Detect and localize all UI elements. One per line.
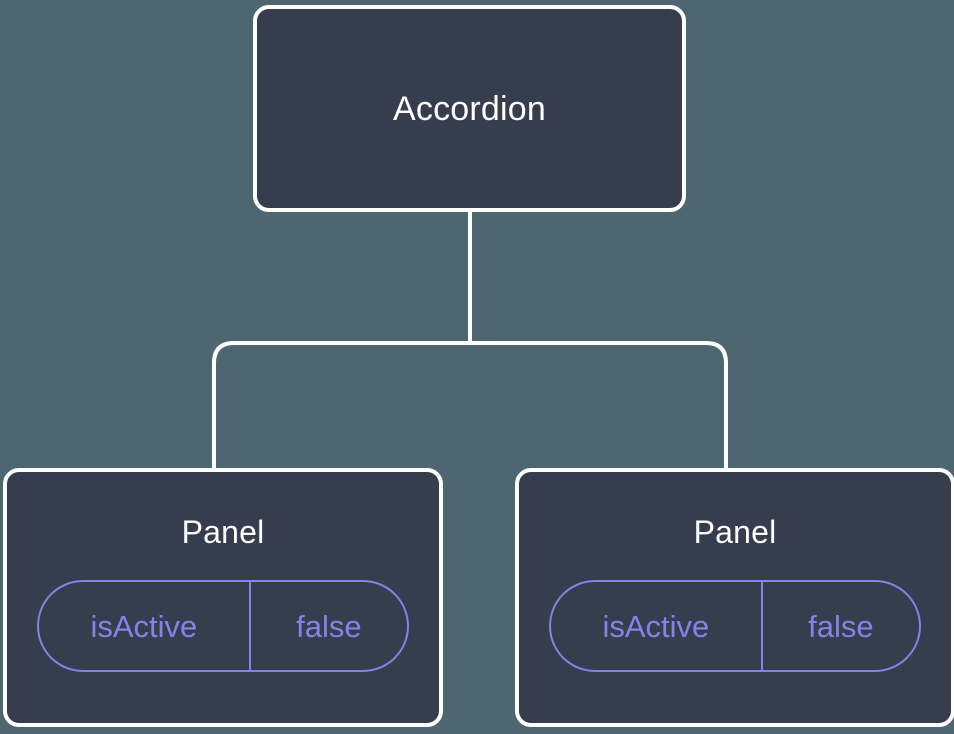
state-badge-left-key: isActive xyxy=(39,582,251,670)
state-badge-right[interactable]: isActive false xyxy=(549,580,921,672)
state-badge-right-value: false xyxy=(808,608,874,644)
state-badge-right-key: isActive xyxy=(551,582,763,670)
state-badge-left[interactable]: isActive false xyxy=(37,580,409,672)
node-panel-left[interactable]: Panel isActive false xyxy=(3,468,443,727)
node-panel-left-title: Panel xyxy=(181,514,265,550)
node-accordion-title: Accordion xyxy=(393,89,546,128)
state-badge-left-value: false xyxy=(296,608,362,644)
node-accordion[interactable]: Accordion xyxy=(253,5,686,212)
edge-branch-bar xyxy=(212,341,728,468)
node-panel-right[interactable]: Panel isActive false xyxy=(515,468,954,727)
node-panel-right-title: Panel xyxy=(693,514,777,550)
